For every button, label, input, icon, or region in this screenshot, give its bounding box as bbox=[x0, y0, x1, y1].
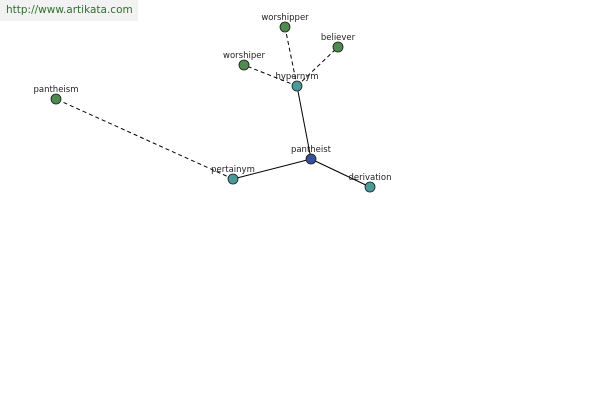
node-label-pantheist: pantheist bbox=[291, 145, 332, 155]
node-pantheist[interactable] bbox=[305, 153, 317, 165]
edge-hypernym-worshiper bbox=[243, 64, 298, 87]
nodes-layer bbox=[50, 21, 376, 193]
edge-hypernym-believer bbox=[296, 46, 339, 87]
labels-layer: pantheist hypernym pertainym derivation wors… bbox=[33, 13, 391, 183]
node-pantheism[interactable] bbox=[50, 93, 62, 105]
edge-pertainym-pantheism bbox=[55, 98, 234, 180]
edge-hypernym-worshipper bbox=[284, 26, 298, 87]
edge-pantheist-hypernym bbox=[296, 85, 312, 160]
node-hypernym[interactable] bbox=[291, 80, 303, 92]
site-url-banner[interactable]: http://www.artikata.com bbox=[0, 0, 138, 21]
edge-pantheist-derivation bbox=[310, 158, 371, 188]
node-worshiper[interactable] bbox=[238, 59, 250, 71]
node-label-derivation: derivation bbox=[348, 173, 391, 183]
node-label-hypernym: hypernym bbox=[275, 72, 318, 82]
node-label-believer: believer bbox=[321, 33, 356, 43]
node-label-pertainym: pertainym bbox=[211, 165, 255, 175]
node-label-pantheism: pantheism bbox=[33, 85, 78, 95]
edge-pantheist-pertainym bbox=[232, 158, 312, 180]
node-derivation[interactable] bbox=[364, 181, 376, 193]
node-worshipper[interactable] bbox=[279, 21, 291, 33]
node-pertainym[interactable] bbox=[227, 173, 239, 185]
node-label-worshiper: worshiper bbox=[223, 51, 265, 61]
node-label-worshipper: worshipper bbox=[261, 13, 309, 23]
edges-layer bbox=[55, 26, 371, 188]
node-believer[interactable] bbox=[332, 41, 344, 53]
